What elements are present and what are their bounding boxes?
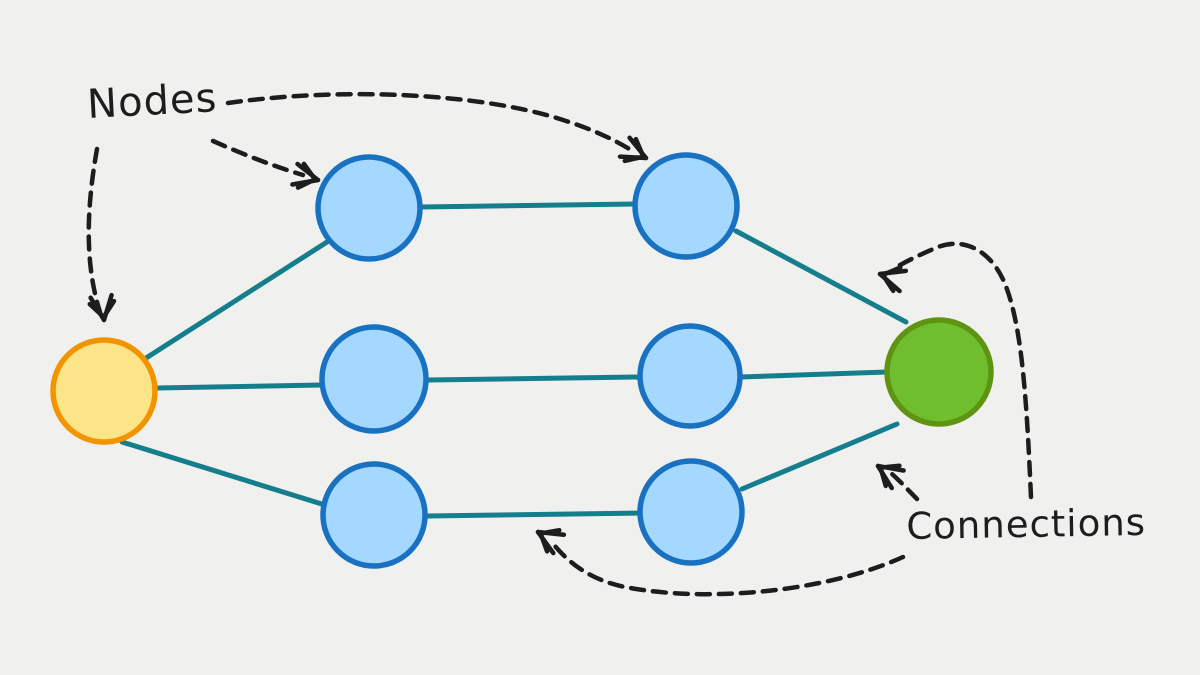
nodes-to-hidden2-arrow-head: [633, 136, 646, 159]
nodes-to-input-arrow: [86, 146, 103, 315]
connections-to-right-edge-arrow: [889, 471, 920, 502]
connections-label: Connections: [906, 500, 1147, 548]
nodes-to-hidden2-arrow-head: [622, 154, 646, 164]
connections-to-right-edge-arrow-head: [878, 465, 888, 489]
hidden-node-4: [637, 323, 743, 429]
edge-input-hidden1: [140, 239, 330, 363]
connections-to-top-edge-arrow: [890, 241, 1034, 500]
edge-hidden5-hidden6: [424, 510, 645, 519]
edge-hidden4-output: [738, 369, 890, 380]
nodes-to-input-arrow-head: [87, 301, 106, 320]
edge-hidden2-output: [733, 228, 909, 325]
edge-hidden1-hidden2: [418, 201, 638, 210]
hidden-node-3: [319, 324, 429, 434]
hidden-node-5: [320, 461, 428, 569]
input-node: [50, 337, 158, 445]
connections-to-bottom-edge-arrow: [548, 538, 906, 597]
nodes-to-hidden1-arrow-head: [301, 161, 318, 182]
connections-to-bottom-edge-arrow-head: [538, 527, 562, 536]
hidden-node-2: [632, 152, 740, 260]
hidden-node-1: [315, 154, 423, 262]
nodes-to-hidden1-arrow: [210, 138, 306, 178]
connections-to-top-edge-arrow-head: [880, 272, 896, 294]
edge-hidden3-hidden4: [425, 374, 643, 383]
nodes-label: Nodes: [86, 75, 219, 128]
edge-input-hidden5: [119, 439, 328, 508]
nodes-to-hidden2-arrow: [225, 91, 634, 153]
edge-input-hidden3: [154, 382, 325, 391]
edge-hidden6-output: [739, 421, 900, 492]
connections-to-bottom-edge-arrow-head: [538, 531, 550, 554]
connections-to-right-edge-arrow-head: [878, 463, 902, 470]
nodes-to-hidden1-arrow-head: [295, 177, 318, 190]
connections-to-top-edge-arrow-head: [880, 265, 903, 278]
hidden-node-6: [637, 458, 745, 566]
nodes-to-input-arrow-head: [101, 298, 117, 320]
output-node: [884, 317, 994, 427]
